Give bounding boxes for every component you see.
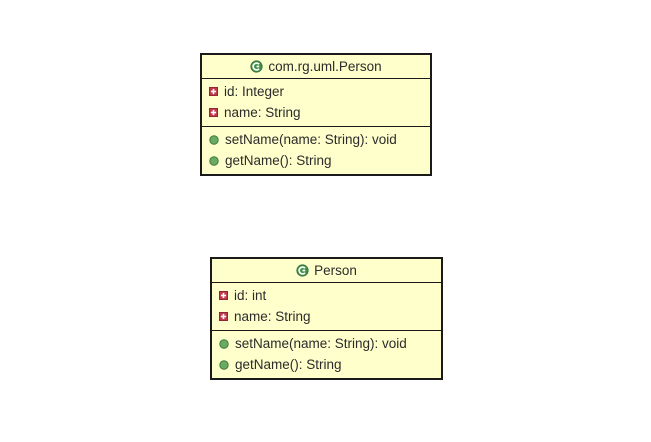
class-icon bbox=[296, 264, 309, 277]
field-icon bbox=[219, 291, 228, 300]
method-icon bbox=[219, 338, 229, 349]
field-icon bbox=[209, 108, 218, 117]
uml-method-row[interactable]: getName(): String bbox=[202, 150, 430, 171]
uml-method-row[interactable]: setName(name: String): void bbox=[212, 333, 441, 354]
uml-field-label: name: String bbox=[224, 104, 301, 120]
uml-class-name: com.rg.uml.Person bbox=[268, 59, 382, 74]
uml-field-row[interactable]: id: Integer bbox=[202, 81, 430, 102]
uml-method-label: getName(): String bbox=[225, 152, 332, 168]
method-icon bbox=[219, 359, 229, 370]
uml-field-row[interactable]: id: int bbox=[212, 285, 441, 306]
uml-method-label: setName(name: String): void bbox=[225, 131, 397, 147]
method-icon bbox=[209, 155, 219, 166]
uml-methods-compartment: setName(name: String): void getName(): S… bbox=[202, 126, 430, 174]
uml-class-title: Person bbox=[212, 259, 441, 282]
class-icon bbox=[250, 60, 263, 73]
uml-class-box[interactable]: com.rg.uml.Person id: Integer bbox=[200, 53, 432, 176]
uml-method-label: getName(): String bbox=[235, 356, 342, 372]
field-icon bbox=[219, 312, 228, 321]
uml-field-label: name: String bbox=[234, 308, 311, 324]
field-icon bbox=[209, 87, 218, 96]
uml-field-label: id: Integer bbox=[224, 83, 285, 99]
uml-field-row[interactable]: name: String bbox=[202, 102, 430, 123]
uml-method-row[interactable]: getName(): String bbox=[212, 354, 441, 375]
uml-class-box[interactable]: Person id: int bbox=[210, 257, 443, 380]
method-icon bbox=[209, 134, 219, 145]
uml-fields-compartment: id: int name: String bbox=[212, 282, 441, 330]
uml-methods-compartment: setName(name: String): void getName(): S… bbox=[212, 330, 441, 378]
uml-method-label: setName(name: String): void bbox=[235, 335, 407, 351]
uml-method-row[interactable]: setName(name: String): void bbox=[202, 129, 430, 150]
uml-class-name: Person bbox=[314, 263, 357, 278]
uml-fields-compartment: id: Integer name: String bbox=[202, 78, 430, 126]
uml-field-row[interactable]: name: String bbox=[212, 306, 441, 327]
uml-class-title: com.rg.uml.Person bbox=[202, 55, 430, 78]
uml-field-label: id: int bbox=[234, 287, 267, 303]
